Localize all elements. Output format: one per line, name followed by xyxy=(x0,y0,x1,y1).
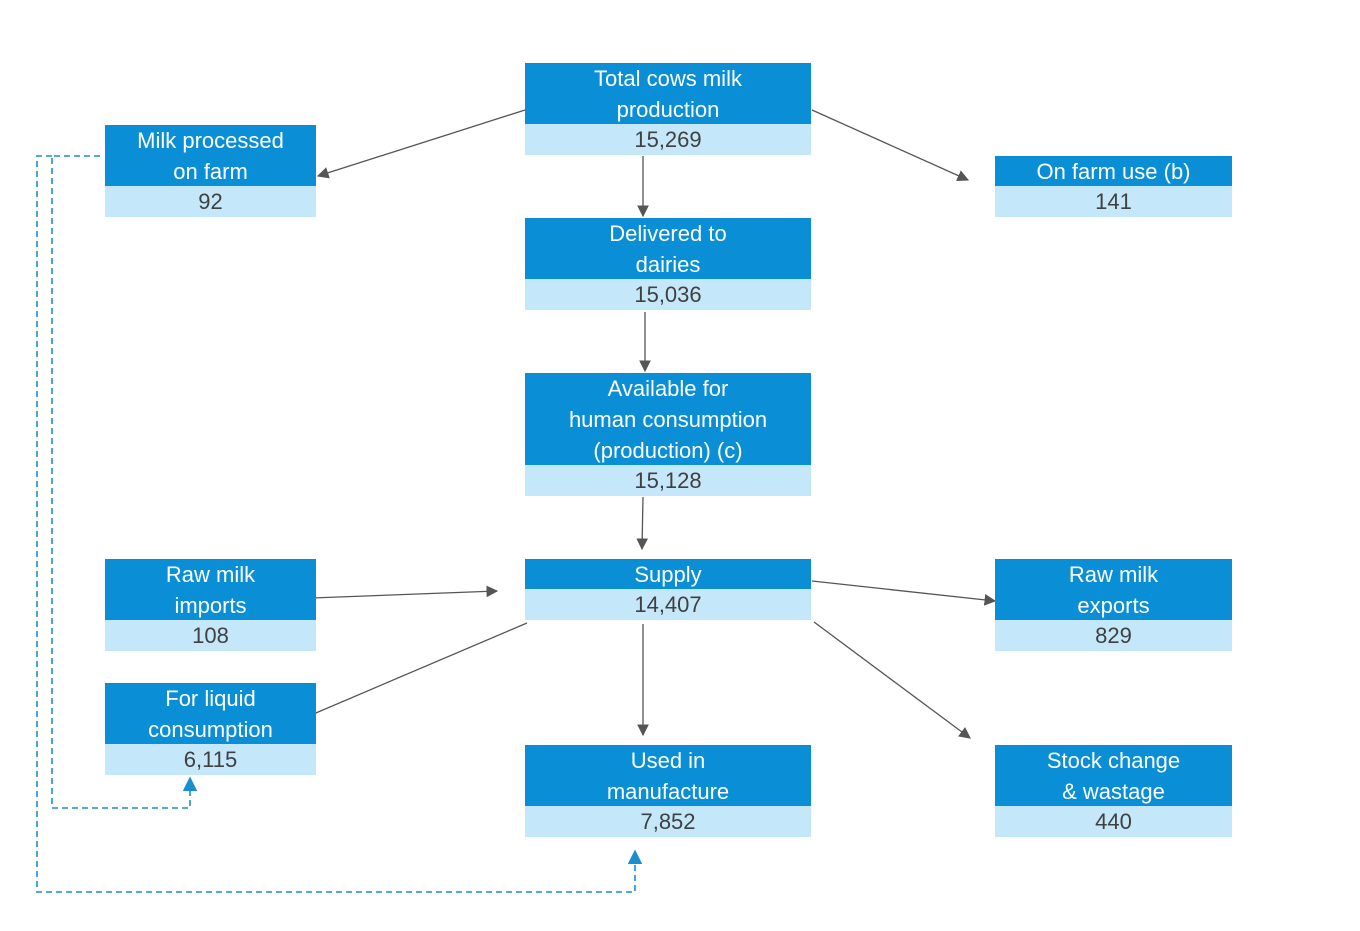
node-raw-milk-exports-header: Raw milk exports xyxy=(995,559,1232,620)
node-processed-on-farm-header: Milk processed on farm xyxy=(105,125,316,186)
node-label-line: Raw milk xyxy=(165,561,256,587)
node-label-line: production xyxy=(616,96,720,122)
node-label-line: Raw milk xyxy=(1068,561,1159,587)
node-label-line: consumption xyxy=(148,716,273,742)
node-liquid-consumption-header: For liquid consumption xyxy=(105,683,316,744)
arrow-supply-to-liquid xyxy=(288,622,528,726)
dashed-processed-to-liquid xyxy=(51,155,198,809)
node-label-line: On farm use (b) xyxy=(1036,158,1191,184)
node-label-line: Available for xyxy=(607,375,729,401)
node-used-in-manufacture-value: 7,852 xyxy=(525,806,811,837)
node-delivered-to-dairies-header: Delivered to dairies xyxy=(525,218,811,279)
node-label-line: exports xyxy=(1077,592,1150,618)
node-raw-milk-imports-header: Raw milk imports xyxy=(105,559,316,620)
node-on-farm-use-value: 141 xyxy=(995,186,1232,217)
node-delivered-to-dairies: Delivered to dairies 15,036 xyxy=(525,218,811,310)
node-supply: Supply 14,407 xyxy=(525,559,811,620)
arrow-total-to-onfarm xyxy=(811,109,970,182)
node-available-human-consumption: Available for human consumption (product… xyxy=(525,373,811,496)
node-label-line: Used in xyxy=(630,747,706,773)
node-processed-on-farm: Milk processed on farm 92 xyxy=(105,125,316,217)
node-stock-change-wastage-value: 440 xyxy=(995,806,1232,837)
node-raw-milk-exports: Raw milk exports 829 xyxy=(995,559,1232,651)
node-available-human-consumption-header: Available for human consumption (product… xyxy=(525,373,811,465)
arrow-imports-to-supply xyxy=(284,585,499,600)
node-stock-change-wastage-header: Stock change & wastage xyxy=(995,745,1232,806)
node-label-line: Supply xyxy=(634,561,702,587)
node-raw-milk-exports-value: 829 xyxy=(995,620,1232,651)
node-supply-value: 14,407 xyxy=(525,589,811,620)
arrow-supply-to-stock xyxy=(813,621,971,739)
node-total-production: Total cows milk production 15,269 xyxy=(525,63,811,155)
arrow-total-to-processed xyxy=(316,109,526,179)
node-label-line: human consumption xyxy=(568,406,768,432)
node-label-line: (production) (c) xyxy=(593,437,743,463)
node-liquid-consumption: For liquid consumption 6,115 xyxy=(105,683,316,775)
node-processed-on-farm-value: 92 xyxy=(105,186,316,217)
node-label-line: Total cows milk xyxy=(594,65,742,91)
node-label-line: For liquid xyxy=(165,685,256,711)
node-liquid-consumption-value: 6,115 xyxy=(105,744,316,775)
node-label-line: on farm xyxy=(173,158,248,184)
node-label-line: imports xyxy=(174,592,247,618)
arrow-supply-to-exports xyxy=(811,580,997,606)
node-label-line: dairies xyxy=(635,251,701,277)
node-label-line: Milk processed xyxy=(137,127,284,153)
node-used-in-manufacture-header: Used in manufacture xyxy=(525,745,811,806)
node-label-line: & wastage xyxy=(1062,778,1165,804)
node-total-production-value: 15,269 xyxy=(525,124,811,155)
node-stock-change-wastage: Stock change & wastage 440 xyxy=(995,745,1232,837)
node-used-in-manufacture: Used in manufacture 7,852 xyxy=(525,745,811,837)
node-available-human-consumption-value: 15,128 xyxy=(525,465,811,496)
node-delivered-to-dairies-value: 15,036 xyxy=(525,279,811,310)
node-raw-milk-imports-value: 108 xyxy=(105,620,316,651)
dashed-processed-to-manufacture xyxy=(36,155,643,893)
node-label-line: Delivered to xyxy=(609,220,727,246)
node-label-line: manufacture xyxy=(606,778,730,804)
node-total-production-header: Total cows milk production xyxy=(525,63,811,124)
node-raw-milk-imports: Raw milk imports 108 xyxy=(105,559,316,651)
arrow-available-to-supply xyxy=(636,496,649,551)
node-supply-header: Supply xyxy=(525,559,811,589)
node-label-line: Stock change xyxy=(1046,747,1181,773)
node-on-farm-use-header: On farm use (b) xyxy=(995,156,1232,186)
node-on-farm-use: On farm use (b) 141 xyxy=(995,156,1232,217)
